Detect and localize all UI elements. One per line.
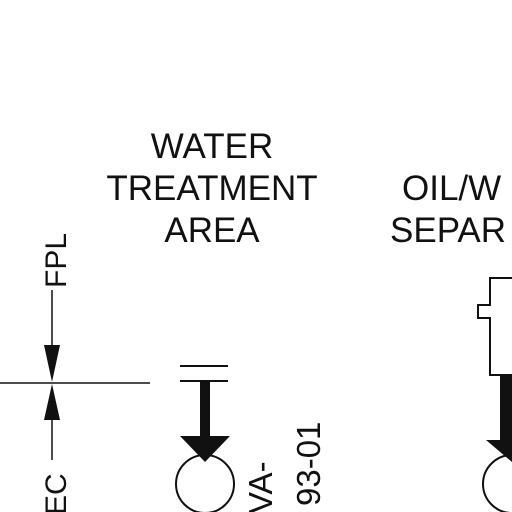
well-id-label: VA- 93-01	[242, 422, 327, 512]
well-casing	[200, 381, 210, 439]
oil-separator-label-line2: SEPAR	[390, 211, 506, 250]
well-circle	[175, 454, 235, 512]
water-treatment-area-label: WATER TREATMENT AREA	[106, 127, 317, 250]
ec-label: EC	[40, 473, 73, 512]
dimension-arrow-up	[44, 384, 60, 420]
separator-box-outline	[477, 277, 512, 376]
water-treatment-label-line2: TREATMENT	[106, 169, 317, 208]
well-symbol-water-treatment	[175, 365, 235, 512]
well-arrowhead	[180, 436, 230, 462]
separator-symbol	[477, 277, 512, 512]
fpl-label: FPL	[40, 233, 73, 288]
oil-water-separator-label: OIL/W SEPAR	[390, 169, 506, 250]
water-treatment-label-line3: AREA	[164, 211, 260, 250]
separator-pipe	[500, 375, 512, 440]
well-id-line2: 93-01	[290, 422, 327, 506]
oil-separator-label-line1: OIL/W	[402, 169, 501, 208]
separator-circle-arc	[482, 454, 512, 512]
well-id-line1: VA-	[242, 461, 279, 512]
water-treatment-label-line1: WATER	[151, 127, 273, 166]
elevation-dimension: FPL EC	[40, 233, 73, 512]
dimension-arrow-down	[44, 345, 60, 382]
